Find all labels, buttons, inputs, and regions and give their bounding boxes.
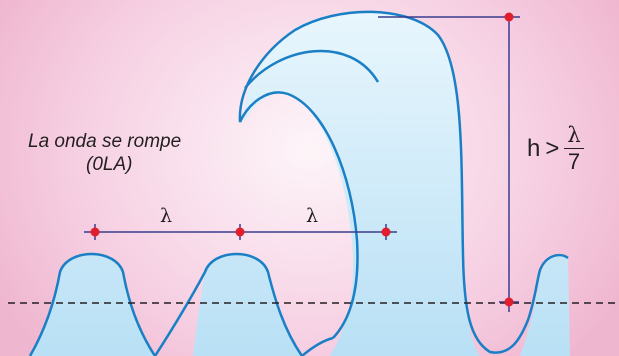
- wave-curl: [244, 49, 380, 89]
- breaking-wave-caption: La onda se rompe (0LA): [28, 131, 218, 177]
- wavelength-marker-3: [381, 227, 391, 237]
- wavelength-marker-1: [90, 227, 100, 237]
- formula-numerator: λ: [564, 125, 584, 149]
- formula-lhs: h: [527, 135, 541, 162]
- caption-line-1: La onda se rompe: [28, 131, 182, 152]
- trough-3: [301, 336, 334, 356]
- small-wave-1: [28, 252, 157, 356]
- formula-fraction: λ 7: [564, 125, 584, 174]
- height-marker-top: [504, 12, 514, 22]
- wave-water-body: [30, 11, 570, 356]
- formula-operator: >: [545, 135, 560, 162]
- wavelength-label-2: λ: [306, 205, 318, 227]
- wavelength-marker-2: [235, 227, 245, 237]
- wavelength-label-1: λ: [160, 205, 172, 227]
- height-formula: h > λ 7: [527, 121, 584, 177]
- small-wave-2: [153, 252, 304, 356]
- caption-line-2: (0LA): [86, 153, 133, 175]
- formula-denominator: 7: [567, 149, 581, 174]
- height-marker-bottom: [504, 297, 514, 307]
- breaking-wave-outline: [238, 10, 569, 354]
